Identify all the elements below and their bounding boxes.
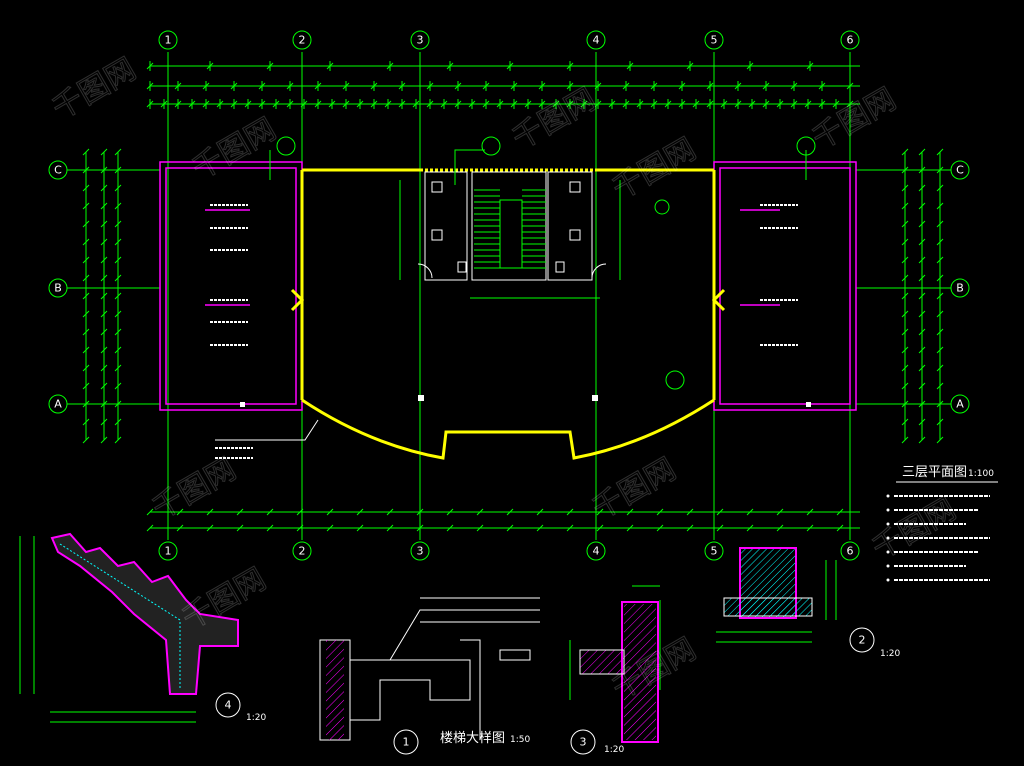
detail-4-scale: 1:20 — [246, 713, 266, 723]
grid-bubble-C: C — [48, 160, 160, 180]
detail-3-scale: 1:20 — [604, 745, 624, 755]
grid-bubble-6: 6 — [840, 541, 860, 561]
grid-bubble-A: A — [48, 394, 160, 414]
grid-row-label: B — [956, 282, 964, 295]
grid-bubble-5: 5 — [704, 541, 724, 561]
grid-bubble-A: A — [856, 394, 970, 414]
grid-bubble-B: B — [856, 278, 970, 298]
grid-bubble-3: 3 — [410, 541, 430, 561]
grid-column-label: 4 — [593, 34, 600, 47]
grid-bubble-2: 2 — [292, 541, 312, 561]
detail-4-number: 4 — [225, 699, 232, 712]
bottom-dimensions — [146, 508, 860, 532]
grid-column-label: 4 — [593, 545, 600, 558]
detail-2-scale: 1:20 — [880, 649, 900, 659]
grid-column-label: 1 — [165, 545, 172, 558]
grid-row-label: C — [956, 164, 964, 177]
detail-2: 2 1:20 — [716, 547, 900, 659]
side-dimensions — [82, 148, 944, 444]
grid-column-label: 6 — [847, 545, 854, 558]
grid-column-label: 1 — [165, 34, 172, 47]
grid-column-label: 2 — [299, 545, 306, 558]
grid-bubble-1: 1 — [158, 541, 178, 561]
grid-row-label: B — [54, 282, 62, 295]
grid-column-label: 5 — [711, 34, 718, 47]
detail-2-number: 2 — [859, 634, 866, 647]
grid-bubble-3: 3 — [410, 30, 430, 50]
grid-bubble-1: 1 — [158, 30, 178, 50]
grid-column-bubbles-top: 1 2 3 4 5 6 — [158, 30, 860, 50]
grid-column-bubbles-bottom: 1 2 3 4 5 6 — [158, 541, 860, 561]
grid-bubble-B: B — [48, 278, 160, 298]
grid-bubble-2: 2 — [292, 30, 312, 50]
grid-bubble-4: 4 — [586, 541, 606, 561]
detail-1: 1 楼梯大样图 1:50 — [319, 597, 540, 755]
drawing-title: 三层平面图 — [902, 465, 967, 480]
detail-1-caption: 楼梯大样图 — [440, 731, 505, 746]
top-dimensions — [146, 61, 860, 109]
grid-bubble-C: C — [856, 160, 970, 180]
detail-4: 4 1:20 — [19, 532, 266, 723]
grid-row-label: A — [956, 398, 964, 411]
grid-row-label: A — [54, 398, 62, 411]
grid-column-label: 5 — [711, 545, 718, 558]
detail-3-number: 3 — [580, 736, 587, 749]
drawing-scale: 1:100 — [968, 469, 994, 479]
floor-plan — [159, 136, 857, 460]
detail-3: 3 1:20 — [569, 585, 661, 755]
grid-bubble-4: 4 — [586, 30, 606, 50]
grid-row-bubbles: C C B B A A — [48, 160, 970, 414]
grid-row-label: C — [54, 164, 62, 177]
detail-1-scale: 1:50 — [510, 735, 530, 745]
grid-bubble-6: 6 — [840, 30, 860, 50]
grid-column-label: 2 — [299, 34, 306, 47]
grid-bubble-5: 5 — [704, 30, 724, 50]
grid-column-label: 3 — [417, 34, 424, 47]
grid-column-label: 3 — [417, 545, 424, 558]
detail-1-number: 1 — [403, 736, 410, 749]
title-block: 三层平面图 1:100 — [886, 465, 998, 582]
grid-column-label: 6 — [847, 34, 854, 47]
